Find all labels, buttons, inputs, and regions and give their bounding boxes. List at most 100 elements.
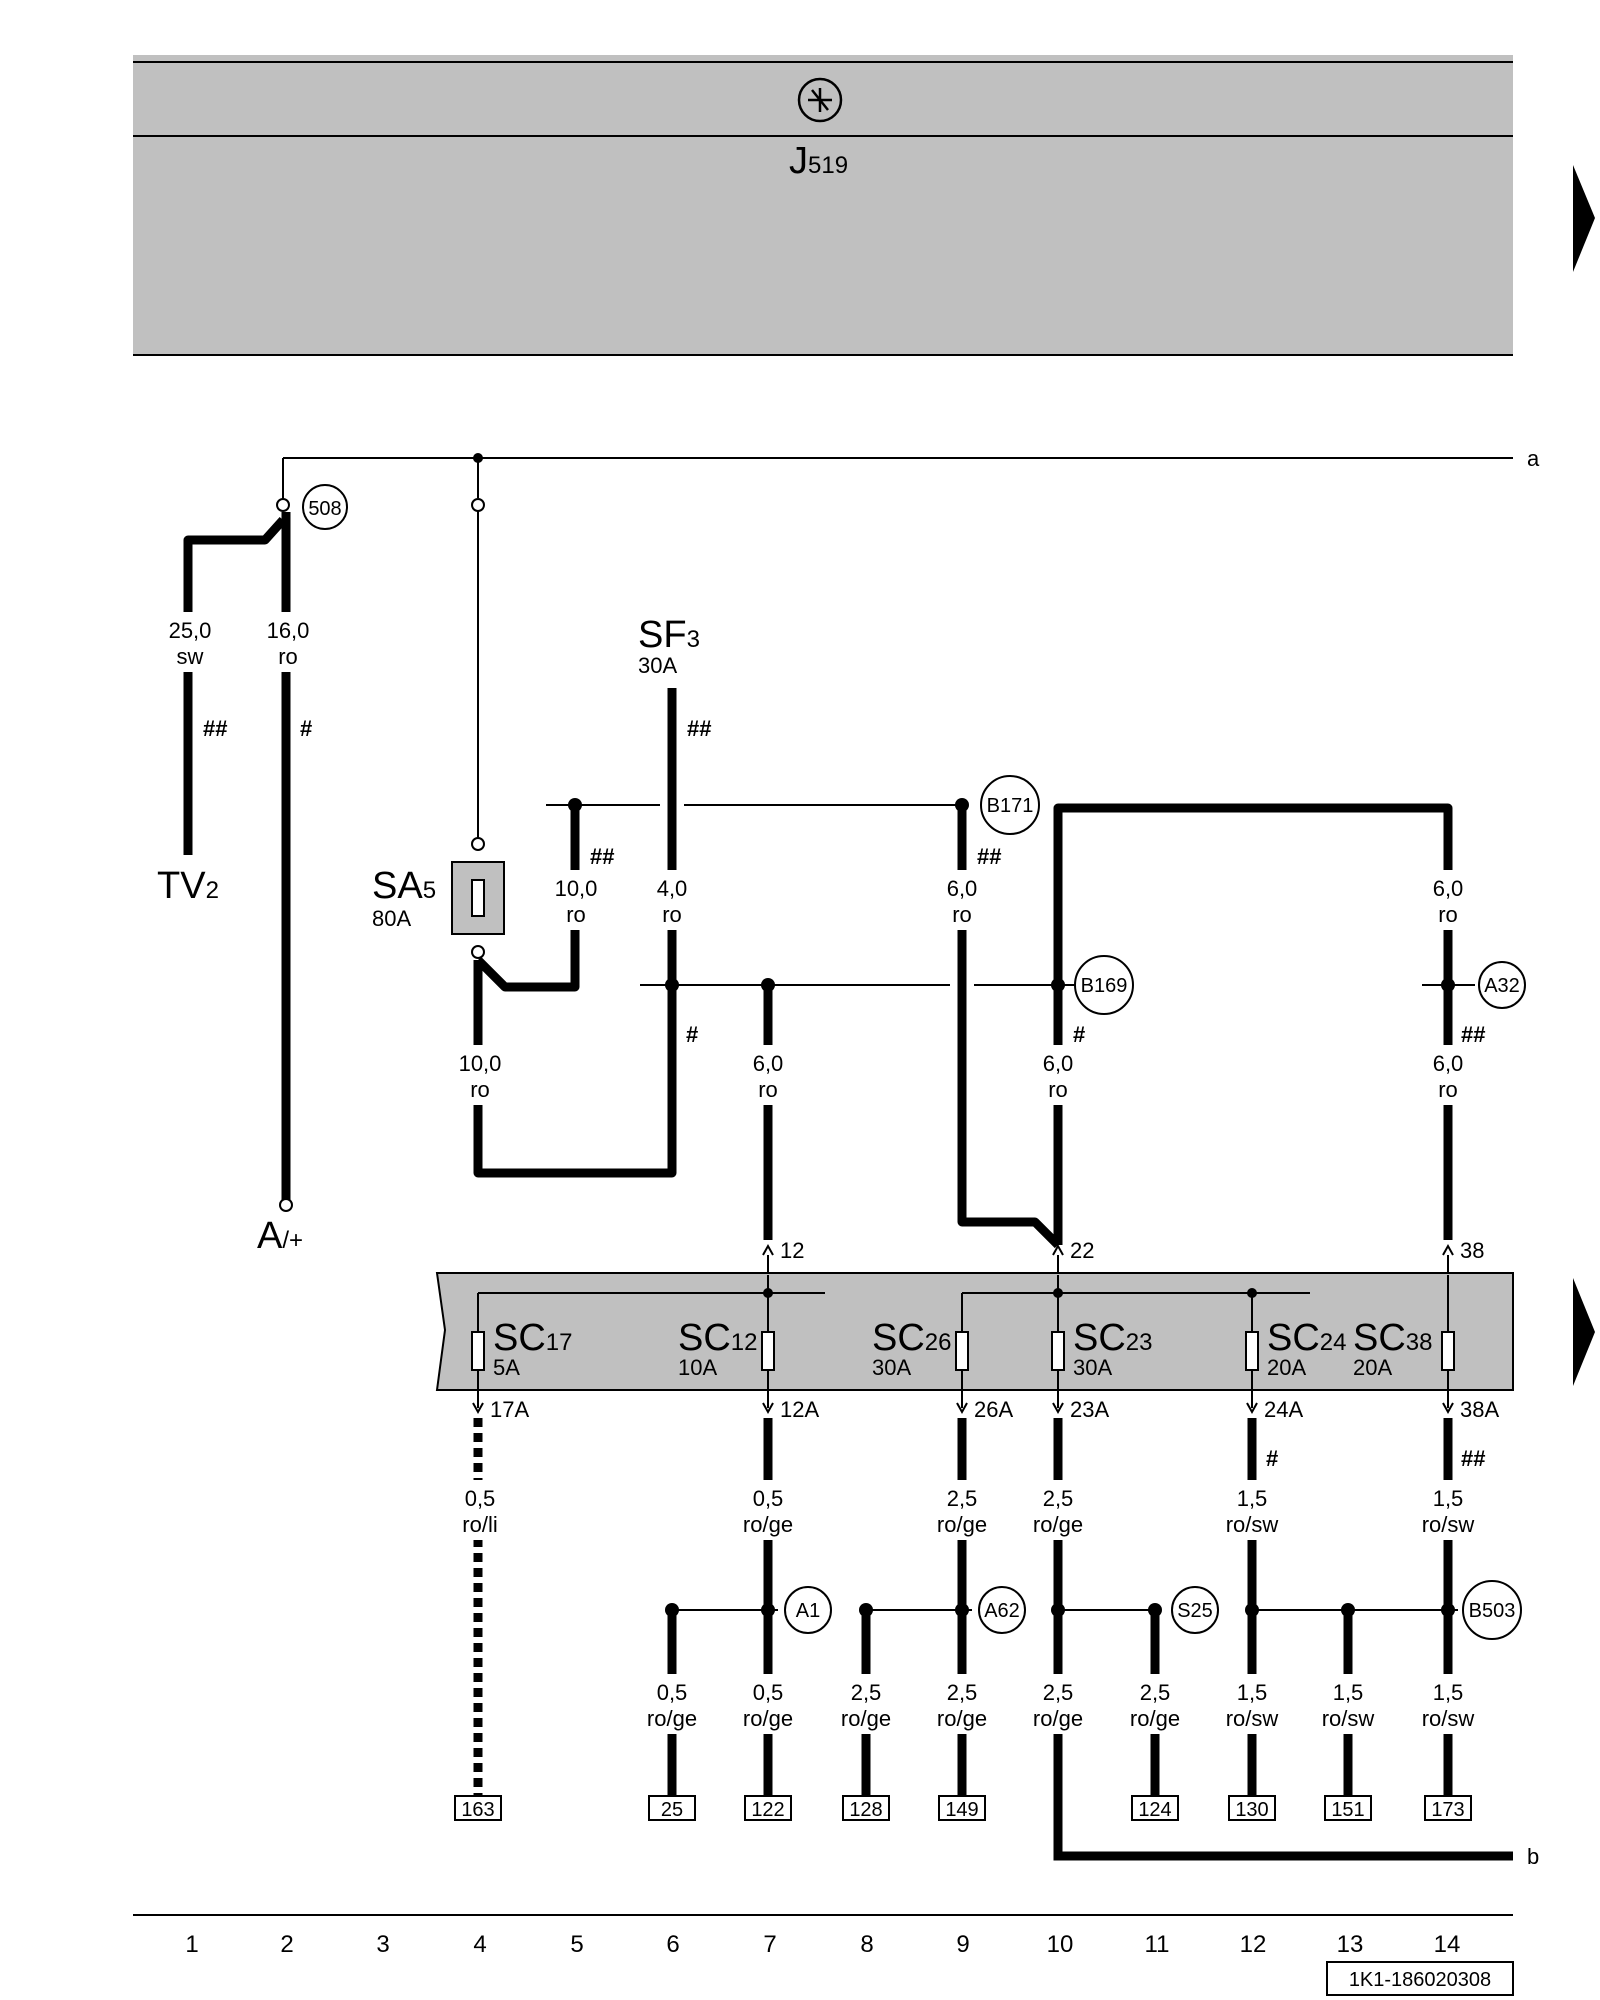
svg-text:30A: 30A <box>872 1355 911 1380</box>
svg-text:6: 6 <box>666 1931 679 1958</box>
svg-text:ro/sw: ro/sw <box>1422 1512 1475 1537</box>
svg-text:ro/ge: ro/ge <box>937 1706 987 1731</box>
svg-text:##: ## <box>977 844 1001 869</box>
svg-text:B171: B171 <box>987 795 1034 817</box>
terminal-122: 122 <box>744 1795 792 1821</box>
svg-text:10: 10 <box>1047 1931 1074 1958</box>
connector-b169 <box>1074 955 1134 1015</box>
svg-text:ro/ge: ro/ge <box>1033 1706 1083 1731</box>
svg-text:ro/sw: ro/sw <box>1422 1706 1475 1731</box>
svg-text:7: 7 <box>763 1931 776 1958</box>
svg-text:A32: A32 <box>1484 975 1520 997</box>
fuse-sc24 <box>1245 1331 1259 1371</box>
svg-text:ro: ro <box>1438 1077 1458 1102</box>
svg-text:508: 508 <box>308 498 341 520</box>
svg-text:0,5: 0,5 <box>657 1680 688 1705</box>
svg-text:2,5: 2,5 <box>947 1486 978 1511</box>
svg-text:2: 2 <box>280 1931 293 1958</box>
control-unit-label: J519 <box>789 140 848 182</box>
svg-text:#: # <box>1266 1446 1278 1471</box>
svg-text:6,0: 6,0 <box>753 1051 784 1076</box>
fuse-sc24-label: SC24 <box>1267 1317 1347 1359</box>
fuse-sc23-label: SC23 <box>1073 1317 1153 1359</box>
svg-text:ro: ro <box>566 902 586 927</box>
svg-text:ro: ro <box>662 902 682 927</box>
output-pin-17a: 17A <box>490 1397 529 1422</box>
svg-text:6,0: 6,0 <box>1433 876 1464 901</box>
fuse-sc23 <box>1051 1331 1065 1371</box>
svg-text:10A: 10A <box>678 1355 717 1380</box>
svg-text:#: # <box>1073 1022 1085 1047</box>
terminal-151: 151 <box>1324 1795 1372 1821</box>
svg-text:1,5: 1,5 <box>1333 1680 1364 1705</box>
terminal-130: 130 <box>1228 1795 1276 1821</box>
svg-text:ro: ro <box>952 902 972 927</box>
svg-text:6,0: 6,0 <box>1043 1051 1074 1076</box>
svg-text:#: # <box>300 716 312 741</box>
continue-arrow-icon[interactable] <box>1573 1278 1595 1386</box>
svg-text:10,0: 10,0 <box>459 1051 502 1076</box>
continue-arrow-icon[interactable] <box>1573 165 1595 272</box>
fuse-sc12-label: SC12 <box>678 1317 758 1359</box>
connector-s25 <box>1171 1586 1219 1634</box>
svg-text:128: 128 <box>849 1799 882 1821</box>
svg-text:ro/sw: ro/sw <box>1226 1706 1279 1731</box>
component-a-plus: A/+ <box>257 1215 303 1257</box>
svg-text:9: 9 <box>956 1931 969 1958</box>
svg-text:ro/ge: ro/ge <box>937 1512 987 1537</box>
input-pin-38: 38 <box>1460 1238 1484 1263</box>
connector-a1 <box>784 1586 832 1634</box>
fuse-sc38-label: SC38 <box>1353 1317 1433 1359</box>
fuse-sa5-label: SA5 <box>372 865 436 907</box>
svg-text:##: ## <box>1461 1446 1485 1471</box>
fuse-sc12 <box>761 1331 775 1371</box>
svg-text:25,0: 25,0 <box>169 618 212 643</box>
component-tv2: TV2 <box>157 865 219 907</box>
svg-text:130: 130 <box>1235 1799 1268 1821</box>
fuse-sf3-label: SF3 <box>638 614 700 656</box>
svg-text:##: ## <box>1461 1022 1485 1047</box>
svg-text:25: 25 <box>661 1799 683 1821</box>
drawing-id: 1K1-186020308 <box>1349 1969 1491 1991</box>
svg-text:ro/sw: ro/sw <box>1322 1706 1375 1731</box>
svg-text:20A: 20A <box>1353 1355 1392 1380</box>
bus-label-a: a <box>1527 446 1540 471</box>
svg-text:sw: sw <box>177 644 204 669</box>
fuse-sc17 <box>471 1331 485 1371</box>
connector-a62 <box>978 1586 1026 1634</box>
bus-label-b: b <box>1527 1844 1539 1869</box>
output-pin-38a: 38A <box>1460 1397 1499 1422</box>
connector-b503 <box>1462 1580 1522 1640</box>
fuse-panel <box>435 1272 1514 1391</box>
fuse-sc26 <box>955 1331 969 1371</box>
svg-text:173: 173 <box>1431 1799 1464 1821</box>
connector-a32 <box>1478 961 1526 1009</box>
svg-text:8: 8 <box>860 1931 873 1958</box>
drawing-id-box <box>1326 1961 1514 1996</box>
svg-text:ro: ro <box>1438 902 1458 927</box>
svg-text:##: ## <box>590 844 614 869</box>
input-pin-22: 22 <box>1070 1238 1094 1263</box>
svg-text:ro/sw: ro/sw <box>1226 1512 1279 1537</box>
svg-text:B169: B169 <box>1081 975 1128 997</box>
svg-text:A1: A1 <box>796 1600 820 1622</box>
svg-text:A62: A62 <box>984 1600 1020 1622</box>
terminal-173: 173 <box>1424 1795 1472 1821</box>
svg-text:1: 1 <box>185 1931 198 1958</box>
svg-text:ro/li: ro/li <box>462 1512 497 1537</box>
svg-text:6,0: 6,0 <box>947 876 978 901</box>
svg-text:ro: ro <box>758 1077 778 1102</box>
connector-b171 <box>980 775 1040 835</box>
svg-text:ro/ge: ro/ge <box>1130 1706 1180 1731</box>
svg-text:B503: B503 <box>1469 1600 1516 1622</box>
svg-text:ro: ro <box>278 644 298 669</box>
svg-text:2,5: 2,5 <box>947 1680 978 1705</box>
svg-text:20A: 20A <box>1267 1355 1306 1380</box>
svg-text:ro: ro <box>1048 1077 1068 1102</box>
output-pin-12a: 12A <box>780 1397 819 1422</box>
svg-text:1,5: 1,5 <box>1433 1486 1464 1511</box>
svg-text:16,0: 16,0 <box>267 618 310 643</box>
svg-text:5A: 5A <box>493 1355 520 1380</box>
output-pin-26a: 26A <box>974 1397 1013 1422</box>
svg-text:ro/ge: ro/ge <box>743 1706 793 1731</box>
